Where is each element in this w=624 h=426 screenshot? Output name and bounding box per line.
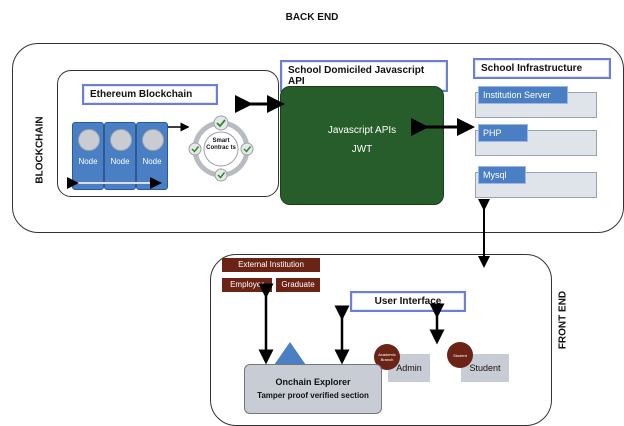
explorer-title: Onchain Explorer bbox=[275, 377, 351, 387]
check-icon bbox=[188, 142, 202, 156]
ethereum-title: Ethereum Blockchain bbox=[82, 84, 218, 105]
smart-contracts-diagram bbox=[188, 115, 254, 182]
triangle-icon bbox=[272, 342, 308, 368]
explorer-subtitle: Tamper proof verified section bbox=[257, 391, 369, 400]
api-box: Javascript APIs JWT bbox=[280, 86, 444, 205]
php-box bbox=[475, 130, 597, 156]
node-circle bbox=[142, 129, 164, 151]
backend-title: BACK END bbox=[285, 12, 339, 23]
api-line1: Javascript APIs bbox=[327, 125, 397, 136]
external-institution: External Institution bbox=[222, 258, 320, 272]
node-label: Node bbox=[110, 157, 130, 166]
check-icon bbox=[214, 168, 228, 182]
graduate: Graduate bbox=[276, 278, 320, 292]
mysql-label: Mysql bbox=[478, 166, 526, 184]
infrastructure-title: School Infrastructure bbox=[473, 58, 611, 79]
connector-arrows bbox=[67, 95, 490, 365]
php-label: PHP bbox=[478, 124, 528, 142]
explorer-box: Onchain Explorer Tamper proof verified s… bbox=[244, 364, 382, 414]
check-icon bbox=[240, 142, 254, 156]
node-circle bbox=[110, 129, 132, 151]
node-circle bbox=[78, 129, 100, 151]
smart-contracts-label: Smart Contrac ts bbox=[206, 138, 236, 151]
student-badge: Student bbox=[447, 342, 473, 368]
node-label: Node bbox=[142, 157, 162, 166]
node-label: Node bbox=[78, 157, 98, 166]
server-label: Institution Server bbox=[478, 86, 568, 104]
api-line2: JWT bbox=[351, 144, 373, 155]
check-icon bbox=[213, 115, 229, 131]
